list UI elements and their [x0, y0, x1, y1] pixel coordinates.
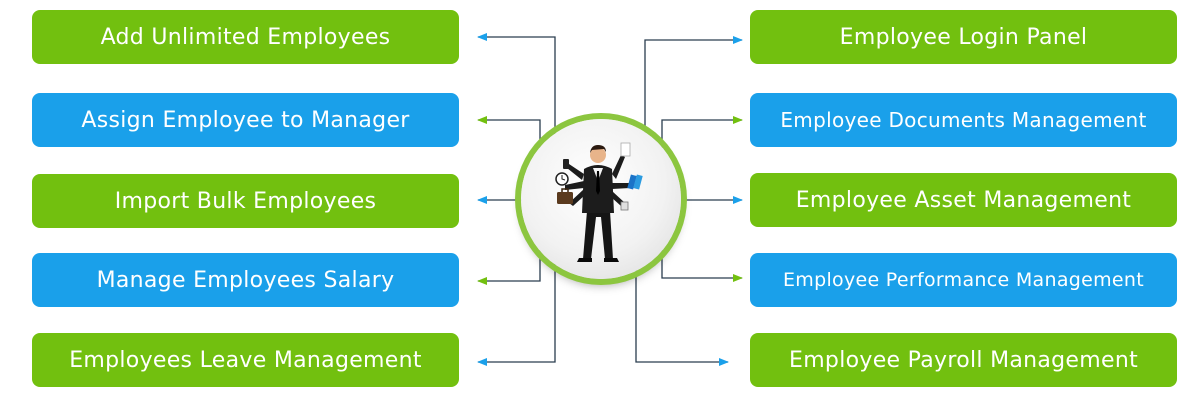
central-hub — [521, 119, 681, 279]
connector-left-4 — [477, 240, 541, 285]
feature-label: Employee Payroll Management — [789, 347, 1138, 373]
connector-left-1 — [477, 33, 556, 150]
feature-box-manage-employees-salary: Manage Employees Salary — [32, 253, 459, 307]
feature-box-employees-leave-management: Employees Leave Management — [32, 333, 459, 387]
feature-label: Assign Employee to Manager — [81, 107, 410, 133]
multitasking-businessman-icon — [555, 142, 643, 262]
feature-label: Employee Performance Management — [782, 269, 1145, 291]
feature-box-import-bulk-employees: Import Bulk Employees — [32, 174, 459, 228]
feature-label: Manage Employees Salary — [96, 267, 395, 293]
feature-box-employee-payroll-management: Employee Payroll Management — [750, 333, 1177, 387]
feature-box-employee-performance-management: Employee Performance Management — [750, 253, 1177, 307]
feature-label: Add Unlimited Employees — [100, 24, 391, 50]
feature-box-assign-employee-to-manager: Assign Employee to Manager — [32, 93, 459, 147]
feature-label: Employee Documents Management — [780, 108, 1147, 132]
connector-right-1 — [644, 36, 743, 145]
connector-right-2 — [661, 116, 743, 155]
feature-label: Employees Leave Management — [69, 347, 422, 373]
feature-label: Import Bulk Employees — [114, 188, 377, 214]
feature-box-employee-asset-management: Employee Asset Management — [750, 173, 1177, 227]
feature-box-add-unlimited-employees: Add Unlimited Employees — [32, 10, 459, 64]
connector-right-5 — [635, 255, 729, 366]
feature-box-employee-documents-management: Employee Documents Management — [750, 93, 1177, 147]
feature-label: Employee Login Panel — [839, 24, 1088, 50]
connector-left-5 — [477, 255, 556, 366]
feature-label: Employee Asset Management — [795, 187, 1132, 213]
feature-box-employee-login-panel: Employee Login Panel — [750, 10, 1177, 64]
connector-right-4 — [661, 245, 743, 282]
